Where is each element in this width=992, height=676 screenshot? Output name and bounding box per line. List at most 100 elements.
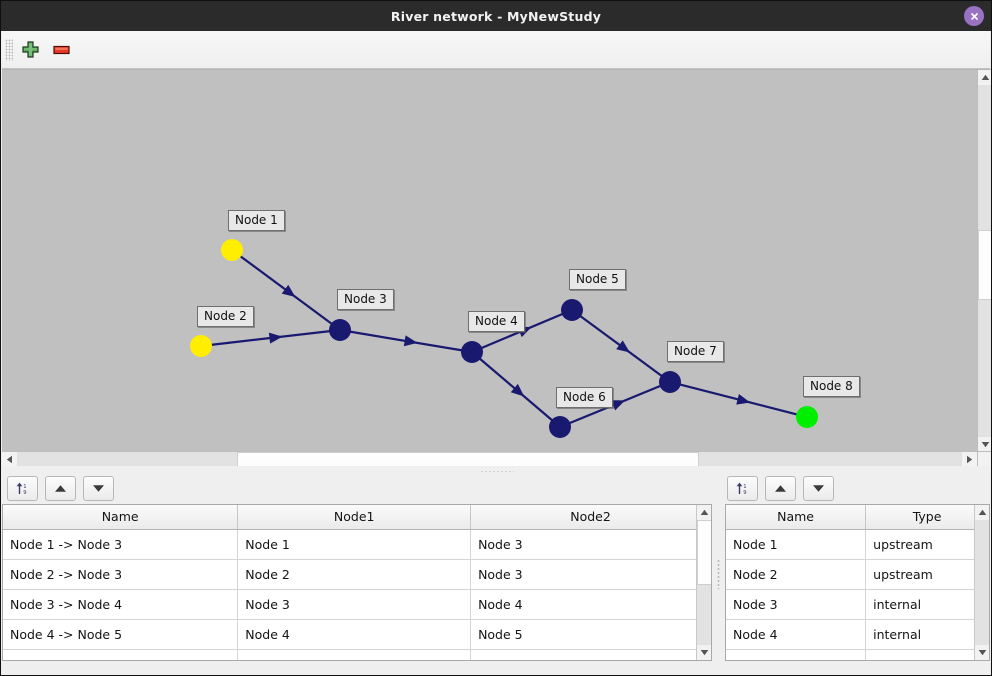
branches-move-up-button[interactable] [45,475,76,501]
graph-node[interactable] [796,406,818,428]
node-label[interactable]: Node 7 [667,341,724,362]
table-cell[interactable]: Node 1 [237,529,472,560]
table-cell[interactable]: Node 4 [470,589,711,620]
edge-arrow-icon [510,383,525,397]
column-header[interactable]: Name [3,505,239,530]
column-header[interactable]: Type [865,505,989,530]
arrow-down-icon [813,484,824,492]
edge-arrow-icon [611,400,626,411]
network-graph-panel[interactable]: Node 1 Node 2 Node 3 Node 4 Node 5 Node 6 Node… [2,69,991,467]
scrollbar-thumb[interactable] [978,230,991,300]
graph-node[interactable] [659,371,681,393]
table-cell[interactable]: Node 1 -> Node 3 [3,529,239,560]
svg-text:1: 1 [23,484,26,490]
nodes-move-up-button[interactable] [765,475,796,501]
graph-node[interactable] [461,341,483,363]
graph-vertical-scrollbar[interactable] [977,70,991,452]
column-header[interactable]: Node2 [470,505,711,530]
table-cell[interactable]: internal [865,619,989,650]
table-cell[interactable]: Node 3 [237,589,472,620]
scroll-left-arrow-icon[interactable] [2,452,17,467]
table-cell[interactable]: Node 2 [726,559,867,590]
scrollbar-thumb[interactable] [697,520,711,585]
branches-sort-button[interactable]: 1 9 [7,475,38,501]
table-cell[interactable]: Node 3 [470,559,711,590]
scroll-up-arrow-icon[interactable] [978,70,991,85]
scrollbar-thumb[interactable] [237,452,699,467]
table-cell[interactable]: Node 4 [726,619,867,650]
table-cell[interactable]: Node 2 -> Node 3 [3,559,239,590]
nodes-toolbar: 1 9 [722,472,991,504]
table-cell[interactable]: Node 4 -> Node 5 [3,619,239,650]
scrollbar-track[interactable] [975,520,989,645]
window-title: River network - MyNewStudy [390,8,602,24]
graph-node[interactable] [561,299,583,321]
nodes-move-down-button[interactable] [803,475,834,501]
scroll-right-arrow-icon[interactable] [962,452,977,467]
table-empty-row [3,649,711,660]
edge-arrow-icon [403,335,418,347]
nodes-sort-button[interactable]: 1 9 [727,475,758,501]
branches-table-scrollbar[interactable] [696,505,711,660]
branches-move-down-button[interactable] [83,475,114,501]
node-label[interactable]: Node 6 [556,387,613,408]
table-cell[interactable]: internal [865,589,989,620]
table-cell[interactable]: upstream [865,559,989,590]
graph-node[interactable] [190,335,212,357]
branches-toolbar: 1 9 [2,472,714,504]
table-cell[interactable]: Node 3 -> Node 4 [3,589,239,620]
svg-text:1: 1 [743,484,746,490]
nodes-table-scrollbar[interactable] [974,505,989,660]
table-cell[interactable]: Node 4 [237,619,472,650]
scrollbar-corner [977,451,991,466]
table-cell[interactable]: Node 3 [726,589,867,620]
column-header[interactable]: Node1 [237,505,472,530]
scroll-down-arrow-icon[interactable] [978,437,991,452]
green-plus-icon[interactable] [17,37,43,63]
scroll-down-arrow-icon[interactable] [975,645,989,660]
horizontal-splitter[interactable] [2,466,991,476]
table-cell [865,649,989,660]
table-empty-row [726,649,989,660]
red-minus-icon[interactable] [48,37,74,63]
vertical-splitter[interactable] [714,472,722,675]
close-icon[interactable] [964,6,984,26]
scroll-up-arrow-icon[interactable] [697,505,711,520]
graph-node[interactable] [549,416,571,438]
node-label[interactable]: Node 4 [468,311,525,332]
table-cell[interactable]: Node 5 [470,619,711,650]
scroll-up-arrow-icon[interactable] [975,505,989,520]
table-cell[interactable]: Node 3 [470,529,711,560]
node-label[interactable]: Node 1 [228,210,285,231]
toolbar-drag-handle[interactable] [5,38,13,61]
node-label[interactable]: Node 2 [197,306,254,327]
column-header[interactable]: Name [726,505,867,530]
graph-canvas[interactable]: Node 1 Node 2 Node 3 Node 4 Node 5 Node 6 Node… [2,70,977,452]
edge-arrow-icon [736,393,751,405]
graph-node[interactable] [329,319,351,341]
scroll-down-arrow-icon[interactable] [697,645,711,660]
node-label[interactable]: Node 8 [803,376,860,397]
table-cell[interactable]: Node 2 [237,559,472,590]
table-cell[interactable]: upstream [865,529,989,560]
graph-node[interactable] [221,239,243,261]
sort-ascending-icon: 1 9 [736,482,747,496]
node-label[interactable]: Node 5 [569,269,626,290]
table-cell[interactable]: Node 1 [726,529,867,560]
graph-horizontal-scrollbar[interactable] [2,451,977,467]
node-label[interactable]: Node 3 [337,289,394,310]
